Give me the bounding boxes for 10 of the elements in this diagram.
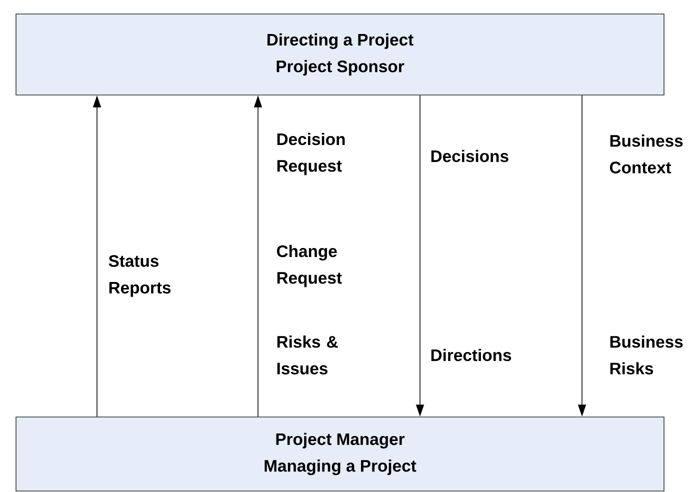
arrow-label: Status Reports: [108, 255, 171, 297]
arrow-label: Business Context: [610, 134, 683, 174]
arrow-label: Decisions: [431, 150, 508, 162]
arrow-label: Decision Request: [277, 132, 345, 176]
process-box: Project Manager Managing a Project: [16, 416, 664, 492]
process-box: Directing a Project Project Sponsor: [16, 14, 664, 96]
arrow-label: Directions: [431, 348, 512, 362]
arrow-label: Business Risks: [610, 336, 683, 374]
arrow-label: Change Request: [276, 244, 342, 288]
arrow-label: Risks & Issues: [277, 336, 338, 374]
